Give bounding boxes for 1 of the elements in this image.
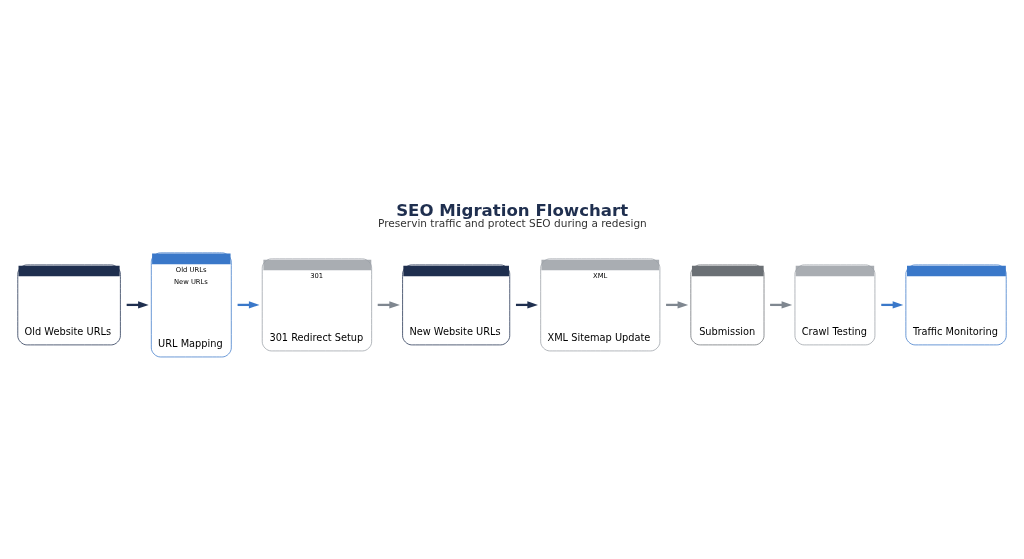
diagram-title: SEO Migration Flowchart [396, 200, 629, 220]
